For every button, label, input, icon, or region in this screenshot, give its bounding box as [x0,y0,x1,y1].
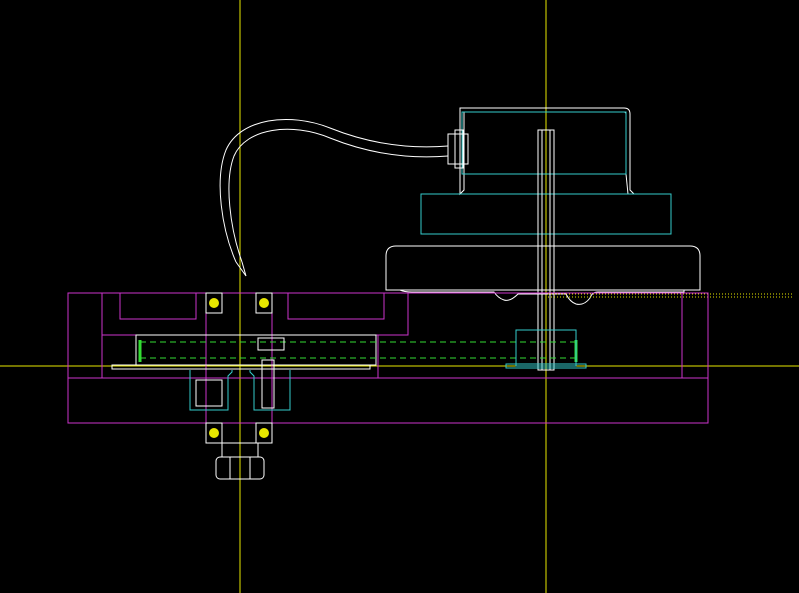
bushing-right [249,370,291,411]
cable-end [235,261,247,277]
cable-gland [447,133,469,165]
belt-drive [111,329,587,370]
housing-upper-block [101,292,409,336]
bearing-ball-left-bottom [209,428,219,438]
shaft-body [537,129,555,371]
cable-outer-lower [228,128,449,263]
nut-stack [215,442,265,480]
hex-nut [215,456,265,480]
pulley-right-hub [515,329,577,367]
housing-right-wall [681,292,709,379]
bushing-left [189,370,233,411]
pulley-base [111,364,371,370]
motor-cover [459,107,636,196]
bearing-ball-left-top [209,298,219,308]
cable-gland-nut [454,129,464,169]
pulley-plate [135,334,377,366]
base-housing [67,292,709,424]
bearing-left-bottom [205,422,223,444]
motor-flange [420,193,672,235]
plate-outline [385,245,701,305]
lower-bushing [189,359,291,411]
housing-recess-right [287,292,385,320]
cable [219,118,449,277]
bearing-ball-right-bottom [259,428,269,438]
bearing-ball-right-top [259,298,269,308]
bearing-right-bottom [255,422,273,444]
lower-bearings [205,422,273,444]
housing-recess-left [119,292,197,320]
mounting-plate [385,245,701,305]
upper-bearings [205,292,273,314]
housing-base-plate [67,377,709,424]
cable-outer-upper [219,118,449,263]
motor-housing [420,107,672,235]
hub-center [257,337,285,351]
motor-body [461,111,627,175]
threaded-rod [548,293,794,298]
bearing-right-top [255,292,273,314]
shaft-key [261,359,275,409]
bushing-insert [195,379,223,407]
pulley-right-base [505,363,587,369]
bearing-left-top [205,292,223,314]
